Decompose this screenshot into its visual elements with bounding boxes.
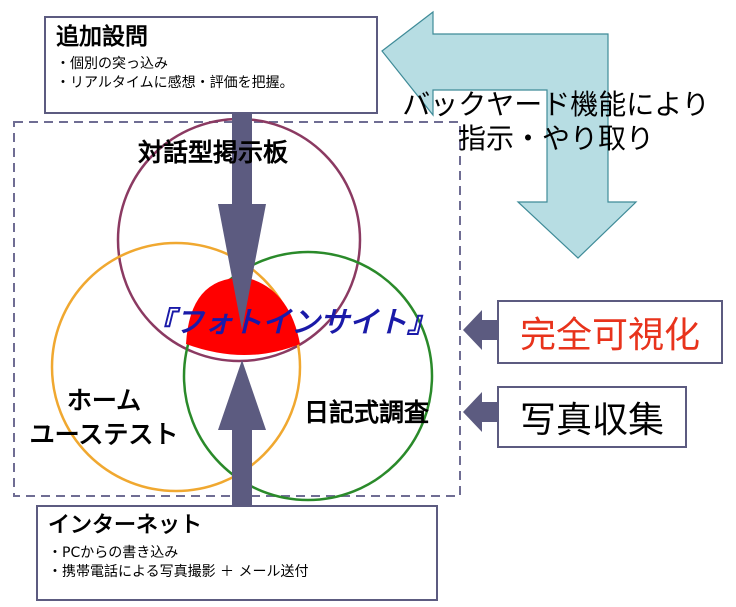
label-diary-survey: 日記式調査 — [304, 398, 430, 427]
arrow-photo — [463, 392, 497, 432]
backyard-line: バックヤード機能により — [402, 88, 710, 121]
backyard-line: 指示・やり取り — [457, 122, 654, 155]
arrow-down — [218, 108, 266, 330]
photo-collection-box: 写真収集 — [497, 386, 687, 448]
additional-questions-title: 追加設問 — [56, 24, 148, 50]
arrow-up — [218, 360, 266, 520]
backyard-arrow — [381, 10, 638, 259]
circle-diary-survey — [182, 250, 434, 502]
internet-box: インターネット ・PCからの書き込み ・携帯電話による写真撮影 ＋ メール送付 — [36, 505, 438, 601]
additional-questions-line: ・リアルタイムに感想・評価を把握。 — [56, 74, 294, 91]
label-home-use-test: ホーム ユーステスト — [24, 384, 184, 452]
backyard-text: バックヤード機能により 指示・やり取り — [386, 88, 726, 156]
label-bulletin-board: 対話型掲示板 — [138, 138, 289, 167]
photo-collection-label: 写真収集 — [519, 400, 664, 441]
label-home-use-test-line: ホーム — [66, 386, 142, 415]
internet-line: ・PCからの書き込み — [48, 545, 179, 561]
internet-line: ・携帯電話による写真撮影 ＋ メール送付 — [48, 563, 309, 580]
full-visualization-box: 完全可視化 — [497, 300, 723, 364]
additional-questions-line: ・個別の突っ込み — [56, 56, 168, 72]
label-home-use-test-line: ユーステスト — [29, 420, 179, 449]
arrow-visualize — [463, 310, 497, 350]
internet-title: インターネット — [48, 513, 203, 538]
circle-home-use-test — [50, 241, 302, 493]
full-visualization-label: 完全可視化 — [519, 315, 700, 356]
additional-questions-box: 追加設問 ・個別の突っ込み ・リアルタイムに感想・評価を把握。 — [44, 16, 378, 114]
center-title: 『フォトインサイト』 — [146, 305, 437, 339]
